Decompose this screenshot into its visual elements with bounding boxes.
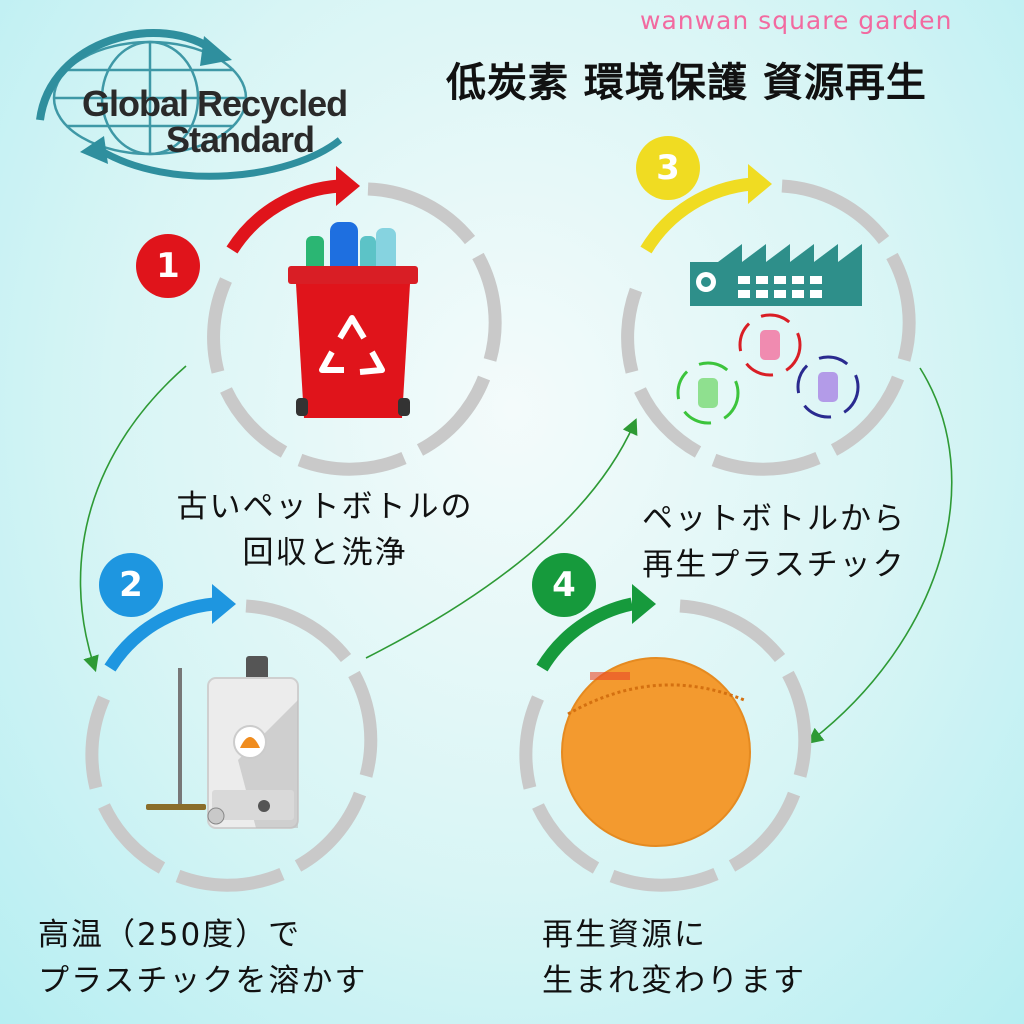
step-4-caption-line-2: 生まれ変わります: [542, 963, 806, 999]
step-3-caption: ペットボトルから 再生プラスチック: [604, 496, 944, 588]
step-4-arrowhead: [632, 584, 656, 624]
step-3-arrowhead: [748, 164, 772, 204]
step-3-ring: [621, 179, 916, 476]
step-2-arrowhead: [212, 584, 236, 624]
step-1-badge: 1: [136, 234, 200, 298]
step-1-caption-line-1: 古いペットボトルの: [176, 489, 474, 525]
step-4-badge: 4: [532, 553, 596, 617]
step-4-caption-line-1: 再生資源に: [542, 917, 707, 953]
step-2-caption: 高温（250度）で プラスチックを溶かす: [38, 912, 367, 1004]
step-1-ring: [207, 182, 502, 476]
step-1-caption-line-2: 回収と洗浄: [242, 535, 408, 571]
step-3-caption-line-2: 再生プラスチック: [642, 547, 906, 583]
step-3-arrow: [640, 177, 753, 254]
page-title: 低炭素 環境保護 資源再生: [446, 60, 927, 106]
flow-arrow-1-to-2: [79, 365, 187, 673]
step-1-caption: 古いペットボトルの 回収と洗浄: [150, 484, 500, 576]
step-4-ring: [519, 599, 812, 892]
step-1-arrow: [226, 179, 341, 254]
step-3-caption-line-1: ペットボトルから: [642, 501, 906, 537]
boiler-icon: [146, 656, 299, 829]
step-4-caption: 再生資源に 生まれ変わります: [542, 912, 806, 1004]
flow-arrow-2-to-3: [365, 418, 638, 659]
yarn-spool-purple-icon: [796, 355, 860, 419]
step-1-arrowhead: [336, 166, 360, 206]
brand-name: wanwan square garden: [640, 6, 953, 35]
step-2-caption-line-1: 高温（250度）で: [38, 917, 302, 953]
logo-line-1: Global Recycled: [82, 83, 348, 124]
flow-arrow-3-to-4: [806, 367, 953, 744]
step-2-ring: [85, 599, 378, 892]
fabric-icon: [561, 657, 751, 847]
yarn-spool-pink-icon: [738, 313, 802, 377]
recycle-bin-icon: [288, 222, 418, 418]
step-2-caption-line-2: プラスチックを溶かす: [38, 963, 368, 999]
step-4-arrow: [536, 597, 634, 672]
logo-line-2: Standard: [166, 119, 315, 160]
step-2-badge: 2: [99, 553, 163, 617]
yarn-spool-green-icon: [676, 361, 740, 425]
step-2-arrow: [104, 597, 215, 672]
logo-text: Global Recycled Standard: [82, 83, 348, 160]
step-3-badge: 3: [636, 136, 700, 200]
factory-icon: [690, 244, 862, 306]
